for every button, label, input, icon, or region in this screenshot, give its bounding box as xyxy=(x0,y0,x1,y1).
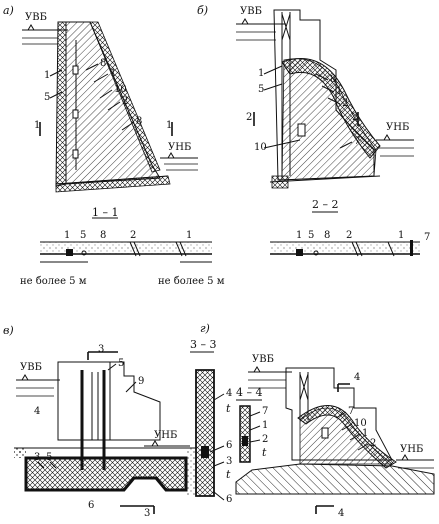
section-1-1-label-1: 1 xyxy=(64,230,70,241)
section-4-4-label-1: 1 xyxy=(262,420,268,431)
panel-b-downstream-level: УНБ xyxy=(386,122,409,133)
panel-b-label-5: 5 xyxy=(258,84,264,95)
section-1-1-spacing-left: не более 5 м xyxy=(20,276,87,287)
panel-b-dam-body xyxy=(269,9,381,189)
panel-b-section-mark-left: 2 xyxy=(246,112,252,123)
panel-g-label-2: 2 xyxy=(370,438,376,449)
panel-a-label-2: 2 xyxy=(122,96,128,107)
panel-a: а) УВБ УНБ 1 5 8 1 10 2 xyxy=(3,4,198,193)
panel-b-label-7: 7 xyxy=(354,136,360,147)
panel-g-section-mark-top: 4 xyxy=(354,372,360,383)
panel-g-label-7: 7 xyxy=(348,406,354,417)
panel-b-upstream-level: УВБ xyxy=(240,6,262,17)
panel-g-letter: г) xyxy=(200,322,210,335)
panel-b-label-1: 1 xyxy=(258,68,264,79)
section-3-3-thickness-2: t xyxy=(226,468,231,481)
panel-v-dam-body xyxy=(14,361,196,496)
panel-v-label-9: 9 xyxy=(138,376,144,387)
section-2-2: 2 – 2 1 5 8 2 1 7 xyxy=(270,198,430,257)
panel-b-label-8: 8 xyxy=(330,74,336,85)
panel-g-label-1: 1 xyxy=(362,428,368,439)
panel-a-label-5: 5 xyxy=(44,92,50,103)
panel-a-section-mark-right: 1 xyxy=(166,120,172,131)
section-2-2-title: 2 – 2 xyxy=(312,198,339,211)
panel-g-downstream-level: УНБ xyxy=(400,444,423,455)
panel-a-dam-body xyxy=(55,21,171,193)
panel-a-label-10: 10 xyxy=(114,84,127,95)
panel-v: в) УВБ УНБ 5 9 4 3 5 6 3 3 xyxy=(3,324,196,519)
section-4-4-label-7: 7 xyxy=(262,406,268,417)
section-1-1-label-8: 8 xyxy=(100,230,106,241)
panel-v-label-4: 4 xyxy=(34,406,40,417)
panel-a-label-1b: 1 xyxy=(110,68,116,79)
section-2-2-label-5: 5 xyxy=(308,230,314,241)
panel-v-section-mark-bottom: 3 xyxy=(144,508,150,519)
panel-v-section-mark-top: 3 xyxy=(98,344,104,355)
section-2-2-label-8: 8 xyxy=(324,230,330,241)
panel-g: г) УВБ УНБ 7 10 1 2 4 4 xyxy=(200,322,435,519)
panel-v-letter: в) xyxy=(3,324,14,337)
section-2-2-label-2: 2 xyxy=(346,230,352,241)
panel-b-section-mark-right: 2 xyxy=(352,112,358,123)
section-3-3-label-6: 6 xyxy=(226,440,232,451)
panel-v-downstream-level: УНБ xyxy=(154,430,177,441)
panel-v-upstream-level: УВБ xyxy=(20,362,42,373)
section-1-1-title: 1 – 1 xyxy=(92,206,119,219)
section-1-1-label-1b: 1 xyxy=(186,230,192,241)
panel-a-label-8b: 8 xyxy=(136,116,142,127)
panel-a-letter: а) xyxy=(3,4,14,17)
panel-b-label-2: 2 xyxy=(342,98,348,109)
section-3-3-title: 3 – 3 xyxy=(190,338,217,351)
panel-a-downstream-level: УНБ xyxy=(168,142,191,153)
panel-a-section-mark-left: 1 xyxy=(34,120,40,131)
panel-g-label-10: 10 xyxy=(354,418,367,429)
panel-g-section-mark-bottom: 4 xyxy=(338,508,344,519)
panel-v-label-5b: 5 xyxy=(46,452,52,463)
section-3-3-label-4: 4 xyxy=(226,388,232,399)
section-3-3: 3 – 3 4 t 6 3 t 6 xyxy=(190,338,232,505)
panel-g-upstream-level: УВБ xyxy=(252,354,274,365)
section-1-1-spacing-right: не более 5 м xyxy=(158,276,225,287)
panel-v-label-5: 5 xyxy=(118,358,124,369)
panel-g-dam-body xyxy=(235,367,435,495)
section-2-2-label-1b: 1 xyxy=(398,230,404,241)
section-1-1-label-5: 5 xyxy=(80,230,86,241)
section-4-4-label-2: 2 xyxy=(262,434,268,445)
panel-b-label-10: 10 xyxy=(254,142,267,153)
section-4-4: 4 – 4 7 1 2 t xyxy=(236,386,268,463)
panel-a-label-8: 8 xyxy=(100,58,106,69)
section-1-1-label-2: 2 xyxy=(130,230,136,241)
section-1-1-drain-marker xyxy=(66,249,73,256)
section-2-2-label-7: 7 xyxy=(424,232,430,243)
panel-v-label-3: 3 xyxy=(34,452,40,463)
panel-a-label-1: 1 xyxy=(44,70,50,81)
section-3-3-label-3: 3 xyxy=(226,456,232,467)
panel-a-upstream-level: УВБ xyxy=(25,12,47,23)
panel-b-letter: б) xyxy=(197,4,208,17)
section-4-4-title: 4 – 4 xyxy=(236,386,263,399)
panel-v-label-6: 6 xyxy=(88,500,94,511)
section-2-2-drain-marker xyxy=(296,249,303,256)
panel-b-label-1b: 1 xyxy=(336,86,342,97)
section-3-3-thickness-1: t xyxy=(226,402,231,415)
section-1-1: 1 – 1 1 5 8 2 1 не более 5 м не более 5 … xyxy=(20,206,225,287)
section-2-2-label-1: 1 xyxy=(296,230,302,241)
section-4-4-thickness: t xyxy=(262,446,267,459)
section-3-3-label-6b: 6 xyxy=(226,494,232,505)
panel-b: б) УВБ УНБ 1 5 8 1 2 10 7 2 xyxy=(197,4,414,189)
section-3-3-drain-marker xyxy=(201,446,209,458)
section-4-4-drain-marker xyxy=(242,436,248,446)
